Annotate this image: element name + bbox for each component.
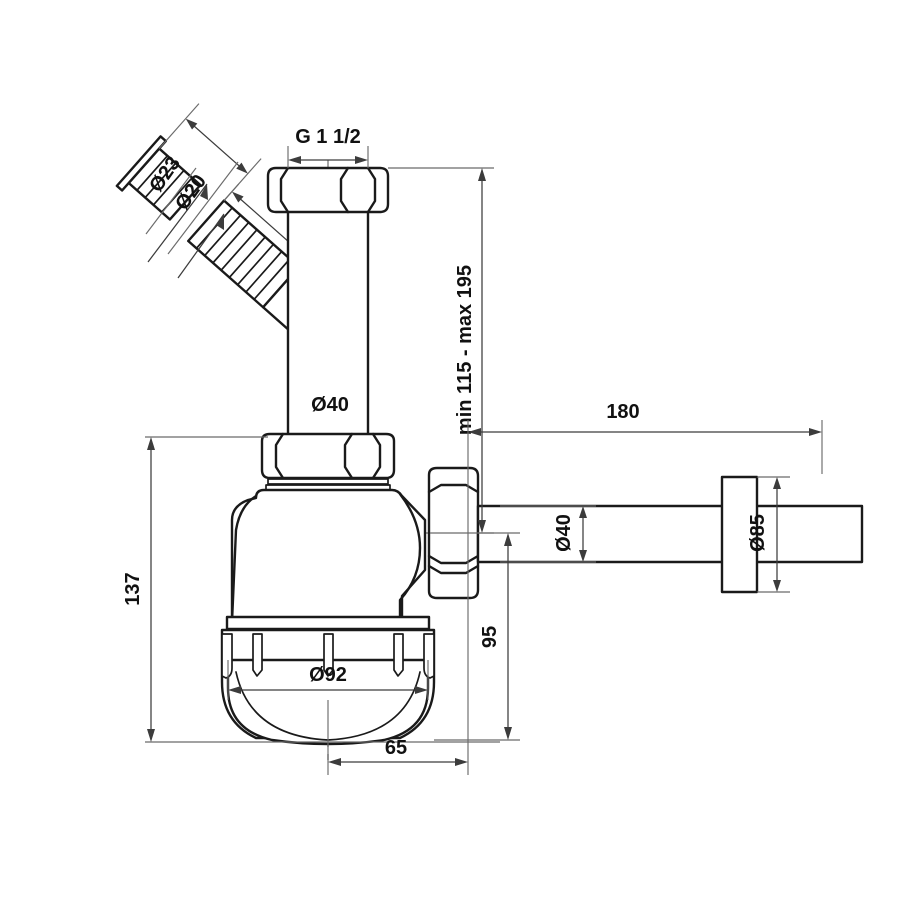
hose-dim-leaders bbox=[145, 161, 239, 279]
vertical-inlet-pipe bbox=[286, 194, 370, 472]
dim-label-wall-flange: Ø85 bbox=[747, 514, 769, 552]
dim-outlet-pipe bbox=[500, 505, 596, 563]
dim-label-bowl-offset: 65 bbox=[385, 737, 407, 759]
dim-label-bowl: Ø92 bbox=[309, 664, 347, 686]
dim-label-height-total: 137 bbox=[122, 572, 144, 605]
trap-body-cone bbox=[225, 488, 431, 631]
dim-thread-top bbox=[287, 146, 369, 168]
dim-label-outlet-drop: 95 bbox=[479, 626, 501, 648]
horizontal-outlet-pipe bbox=[476, 504, 864, 564]
dim-label-inlet-pipe: Ø40 bbox=[311, 394, 349, 416]
dim-label-outlet-pipe: Ø40 bbox=[553, 514, 575, 552]
dim-outlet-reach bbox=[467, 420, 823, 500]
angled-hose-barb-connector bbox=[115, 103, 368, 368]
dim-bowl bbox=[227, 660, 429, 700]
dim-label-height-adjust: min 115 - max 195 bbox=[454, 265, 476, 435]
dim-outlet-drop bbox=[434, 532, 520, 741]
dim-label-thread-top: G 1 1/2 bbox=[295, 126, 361, 148]
dim-height-adjust bbox=[388, 167, 494, 534]
dim-wall-flange bbox=[757, 476, 790, 593]
dim-label-outlet-reach: 180 bbox=[606, 401, 639, 423]
dim-height-total bbox=[145, 436, 500, 743]
top-coupling-nut bbox=[266, 166, 390, 214]
hose-barb-end-cap bbox=[115, 135, 202, 221]
body-coupling-nut bbox=[260, 432, 396, 491]
dim-bowl-offset bbox=[327, 500, 469, 775]
